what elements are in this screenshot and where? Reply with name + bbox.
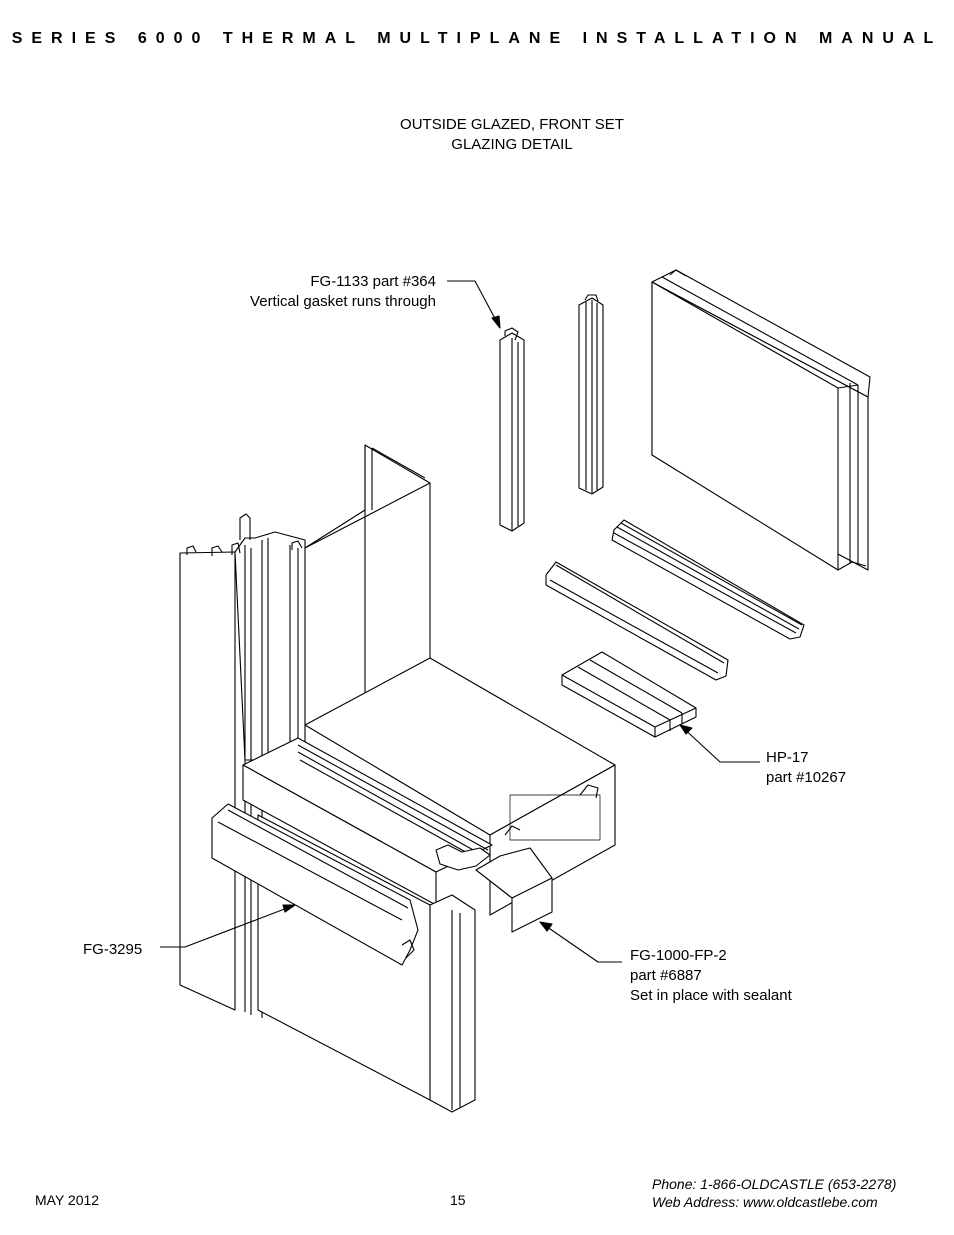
callout-hp17-line1: HP-17 <box>766 749 809 766</box>
page-number: 15 <box>450 1192 466 1208</box>
callout-fg1000-line3: Set in place with sealant <box>630 987 792 1004</box>
setting-block-hp17 <box>561 651 697 738</box>
detail-title-line1: OUTSIDE GLAZED, FRONT SET <box>400 116 624 133</box>
horizontal-gasket-upper <box>611 519 805 640</box>
leader-hp17 <box>679 724 760 763</box>
callout-fg3295: FG-3295 <box>83 940 142 960</box>
callout-fg1133-line1: FG-1133 part #364 <box>310 273 436 290</box>
callout-fg1000-line1: FG-1000-FP-2 <box>630 947 727 964</box>
callout-fg3295-line1: FG-3295 <box>83 941 143 958</box>
leader-fg1000 <box>539 921 622 963</box>
callout-fg1133-line2: Vertical gasket runs through <box>250 293 436 310</box>
detail-title: OUTSIDE GLAZED, FRONT SET GLAZING DETAIL <box>330 115 694 155</box>
footer-phone: Phone: 1-866-OLDCASTLE (653-2278) <box>652 1176 897 1192</box>
callout-fg1133: FG-1133 part #364 Vertical gasket runs t… <box>180 272 436 312</box>
callout-hp17-line2: part #10267 <box>766 769 847 786</box>
footer-date: MAY 2012 <box>35 1192 100 1208</box>
footer-web: Web Address: www.oldcastlebe.com <box>652 1194 878 1210</box>
glass-panel <box>651 269 871 571</box>
horizontal-glazing-stop <box>545 561 729 681</box>
snap-cover-fg3295 <box>211 803 419 966</box>
callout-hp17: HP-17 part #10267 <box>766 748 846 788</box>
leader-fg1133 <box>447 280 501 329</box>
vertical-gasket-middle <box>578 294 604 495</box>
footer-contact: Phone: 1-866-OLDCASTLE (653-2278) Web Ad… <box>652 1175 896 1211</box>
vertical-gasket-left <box>499 327 525 532</box>
detail-title-line2: GLAZING DETAIL <box>451 136 573 153</box>
callout-fg1000-line2: part #6887 <box>630 967 702 984</box>
leader-fg3295 <box>160 904 296 948</box>
manual-header: SERIES 6000 THERMAL MULTIPLANE INSTALLAT… <box>11 30 943 47</box>
callout-fg1000: FG-1000-FP-2 part #6887 Set in place wit… <box>630 946 792 1006</box>
